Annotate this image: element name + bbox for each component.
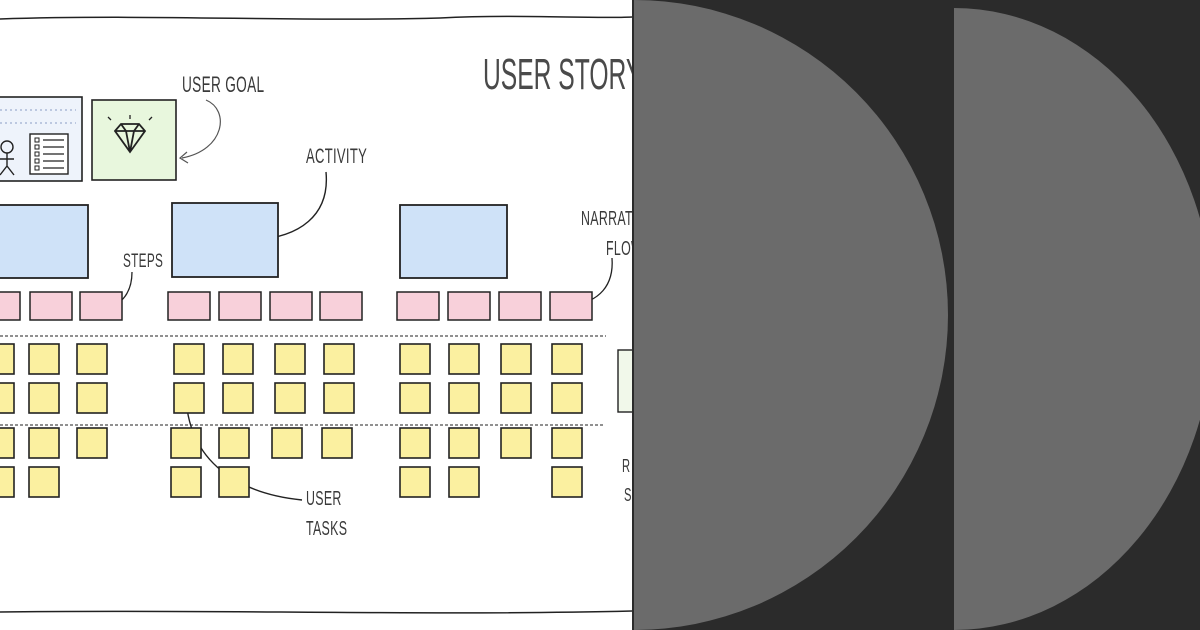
frame-bottom-line xyxy=(0,610,632,614)
task-card xyxy=(551,343,583,375)
task-card xyxy=(271,427,303,459)
task-card xyxy=(0,427,15,459)
task-card xyxy=(448,466,480,498)
task-card xyxy=(76,382,108,414)
label-release-partial-1: R xyxy=(622,456,631,476)
label-user-tasks-2: Tasks xyxy=(306,518,348,540)
label-user-goal: User Goal xyxy=(182,72,265,97)
person-icon xyxy=(0,153,15,176)
dark-overlay xyxy=(632,0,1200,630)
task-card xyxy=(170,466,202,498)
task-card xyxy=(76,343,108,375)
task-card xyxy=(222,343,254,375)
frame-top-line xyxy=(0,15,632,20)
task-card xyxy=(500,382,532,414)
task-card xyxy=(323,343,355,375)
task-card xyxy=(448,427,480,459)
task-card xyxy=(399,427,431,459)
task-card xyxy=(0,382,15,414)
task-card xyxy=(448,382,480,414)
task-card xyxy=(399,343,431,375)
task-card xyxy=(399,466,431,498)
task-card xyxy=(274,382,306,414)
activity-card xyxy=(399,204,508,279)
label-narrative-flow-1: Narrat xyxy=(581,208,632,230)
overlay-separator xyxy=(948,0,954,630)
task-card xyxy=(274,343,306,375)
task-card xyxy=(0,343,15,375)
task-card xyxy=(218,466,250,498)
activity-card xyxy=(0,204,89,279)
label-narrative-flow-2: Flow xyxy=(606,238,632,260)
diamond-icon xyxy=(113,123,147,154)
step-card xyxy=(269,291,313,321)
task-card xyxy=(218,427,250,459)
arrow-user-goal xyxy=(181,99,221,159)
task-card xyxy=(500,343,532,375)
task-card xyxy=(76,427,108,459)
task-card xyxy=(173,343,205,375)
task-card xyxy=(0,466,15,498)
sparkle-icon xyxy=(107,115,153,121)
overlay-circle-right xyxy=(954,8,1200,630)
task-card xyxy=(448,343,480,375)
task-card xyxy=(28,343,60,375)
overlay-circle-left xyxy=(634,0,948,630)
checklist-box xyxy=(34,137,40,143)
step-card xyxy=(0,291,21,321)
label-user-tasks-1: User xyxy=(306,488,342,510)
checklist-box xyxy=(34,151,40,157)
task-card xyxy=(551,427,583,459)
arrowhead xyxy=(178,151,189,164)
page-title: User story m xyxy=(483,50,632,99)
partial-card xyxy=(617,349,632,413)
task-card xyxy=(399,382,431,414)
task-card xyxy=(28,382,60,414)
checklist-box xyxy=(34,158,40,164)
task-card xyxy=(28,466,60,498)
step-card xyxy=(29,291,73,321)
step-card xyxy=(498,291,542,321)
label-activity: Activity xyxy=(306,145,368,168)
task-card xyxy=(551,466,583,498)
task-card xyxy=(222,382,254,414)
story-map-canvas xyxy=(0,15,632,614)
story-map-board: User story m User Goal Activity Steps Na… xyxy=(0,15,632,614)
task-card xyxy=(321,427,353,459)
task-card xyxy=(323,382,355,414)
step-card xyxy=(396,291,440,321)
label-steps: Steps xyxy=(123,251,164,272)
task-card xyxy=(170,427,202,459)
step-card xyxy=(549,291,593,321)
step-card xyxy=(447,291,491,321)
step-card xyxy=(79,291,123,321)
task-card xyxy=(173,382,205,414)
step-card xyxy=(319,291,363,321)
step-card xyxy=(218,291,262,321)
checklist-box xyxy=(34,144,40,150)
overlay-shapes xyxy=(632,0,1200,630)
activity-card xyxy=(171,202,279,278)
task-card xyxy=(28,427,60,459)
checklist-box xyxy=(34,165,40,171)
task-card xyxy=(551,382,583,414)
step-card xyxy=(167,291,211,321)
label-release-partial-2: S xyxy=(624,485,632,505)
user-goal-card xyxy=(91,99,177,181)
task-card xyxy=(500,427,532,459)
